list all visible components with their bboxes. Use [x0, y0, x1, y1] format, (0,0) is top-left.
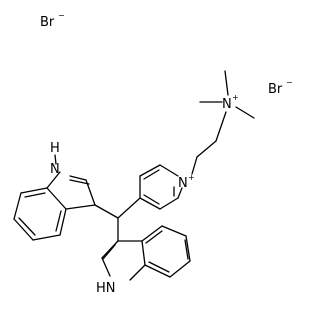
propyl-chain: [191, 111, 227, 175]
pyrrole-double-bond: [102, 244, 116, 260]
pyrrole-bond: [101, 257, 111, 277]
chain-bond-2: [196, 140, 217, 158]
structure-canvas: Br − Br − N + N +: [13, 11, 293, 296]
benzene-double-bond: [148, 261, 170, 273]
benzene-double-bond: [184, 239, 189, 260]
benzene-bond: [169, 260, 191, 278]
trimethylammonium-group: N +: [199, 70, 255, 119]
benzene-double-bond: [145, 230, 163, 244]
pyrrole-bond: [69, 179, 90, 185]
chemical-structure-drawing: Br − Br − N + N +: [13, 11, 293, 296]
benzene-double-bond: [18, 217, 36, 236]
nh-label: HN: [96, 281, 116, 296]
pyrrole-bond: [65, 204, 96, 210]
chain-bond-3: [191, 156, 198, 175]
lower-indole: HN: [96, 225, 191, 296]
benzene-bond: [144, 264, 171, 278]
ring-double-bond: [143, 169, 160, 180]
ammonium-nitrogen: N: [222, 97, 232, 112]
ammonium-charge: +: [232, 93, 239, 102]
benzene-bond: [13, 218, 34, 241]
pyrrole-bond: [141, 240, 146, 266]
ring-bond: [159, 164, 179, 177]
benzene-double-bond: [24, 192, 46, 198]
nh-bond: [54, 154, 57, 165]
ring-bond: [139, 197, 161, 210]
benzene-bond: [20, 187, 48, 194]
central-methine: [94, 197, 141, 242]
ring-bond: [139, 164, 161, 177]
pyrrole-double-bond: [69, 175, 87, 181]
ring-bond-to-n: [177, 187, 183, 199]
benzene-bond: [141, 225, 163, 242]
methyl-bond-top: [224, 70, 229, 96]
pyridinium-nitrogen: N: [178, 176, 188, 191]
benzene-bond: [32, 234, 61, 241]
pyrrole-bond: [129, 264, 146, 281]
bromide-ion-right: Br −: [268, 78, 293, 97]
pyrrole-bond: [46, 187, 67, 210]
nh-nitrogen: N: [50, 162, 60, 177]
methine-to-pyridine-bond: [117, 197, 141, 219]
chain-bond-1: [215, 111, 227, 142]
nh-hydrogen: H: [50, 141, 60, 156]
pyrrole-bond: [46, 171, 61, 189]
benzene-double-bond: [55, 210, 62, 232]
benzene-bond: [185, 235, 191, 262]
pyrrole-bond: [101, 240, 119, 259]
ring-bond: [159, 197, 179, 210]
upper-indole: H N: [13, 141, 96, 241]
benzene-bond: [13, 192, 22, 220]
bromide-ion-top-left: Br −: [40, 11, 65, 30]
methyl-bond-right: [235, 106, 255, 119]
benzene-bond: [161, 225, 187, 237]
bromide-symbol: Br: [40, 15, 55, 30]
benzene-bond: [59, 208, 67, 236]
bromide-symbol: Br: [268, 82, 283, 97]
methine-to-upper-indole-bond: [94, 204, 119, 219]
pyridinium-ring: N +: [139, 164, 195, 210]
bromide-charge: −: [286, 78, 293, 87]
pyridinium-charge: +: [188, 173, 195, 182]
ring-double-bond: [143, 194, 160, 205]
bromide-charge: −: [58, 11, 65, 20]
